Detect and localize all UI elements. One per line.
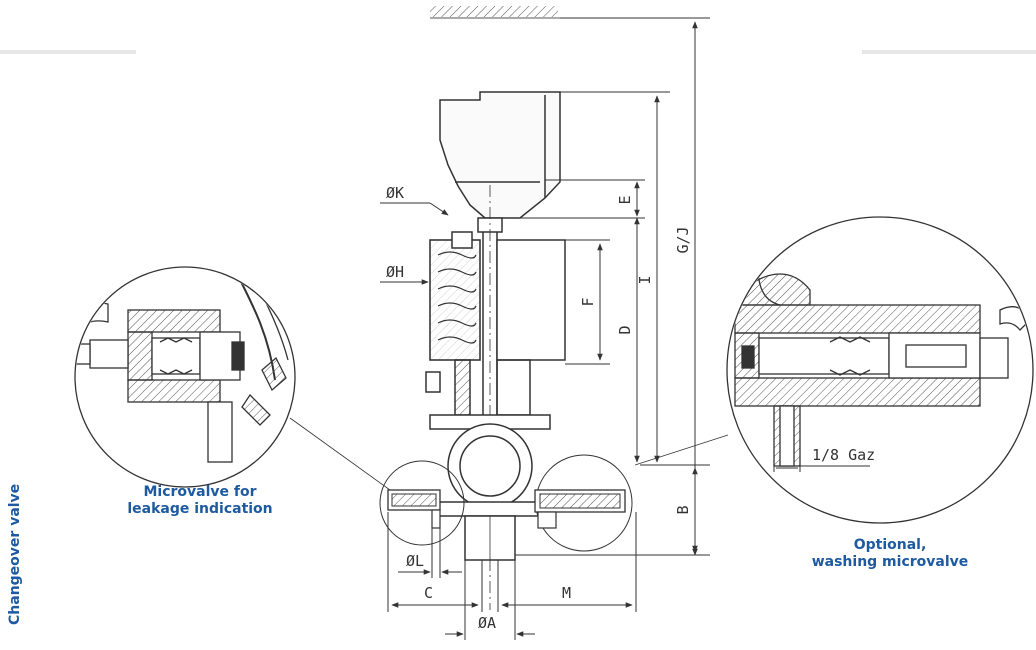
dim-H: ØH [386,263,404,281]
dim-F: F [579,297,597,306]
ceiling-hatch [430,6,560,19]
dim-K: ØK [386,184,404,202]
caption-right-line-2: washing microvalve [811,554,969,570]
dim-L: ØL [406,552,424,570]
caption-washing-microvalve: Optional, washing microvalve [790,537,990,571]
caption-right-line-1: Optional, [853,537,927,553]
dim-GJ: G/J [674,226,692,253]
header-rules [0,50,1036,54]
fitting-circles [379,454,633,552]
dimension-labels: ØK ØH E F D I G/J B ØL C M ØA 1/8 Gaz [386,184,875,632]
dim-C: C [424,584,433,602]
dim-A: ØA [478,614,496,632]
thread-label: 1/8 Gaz [812,446,875,464]
left-detail [74,266,391,491]
side-label: Changeover valve [7,483,23,625]
valve-body [425,91,566,610]
dim-I: I [636,275,654,284]
dim-B: B [674,505,692,514]
right-detail [634,216,1034,524]
dim-E: E [616,195,634,204]
dimension-lines [380,17,870,640]
dim-M: M [562,584,571,602]
dim-D: D [616,325,634,334]
caption-left-line-2: leakage indication [127,501,273,517]
caption-leakage-microvalve: Microvalve for leakage indication [105,484,295,518]
caption-left-line-1: Microvalve for [143,484,257,500]
